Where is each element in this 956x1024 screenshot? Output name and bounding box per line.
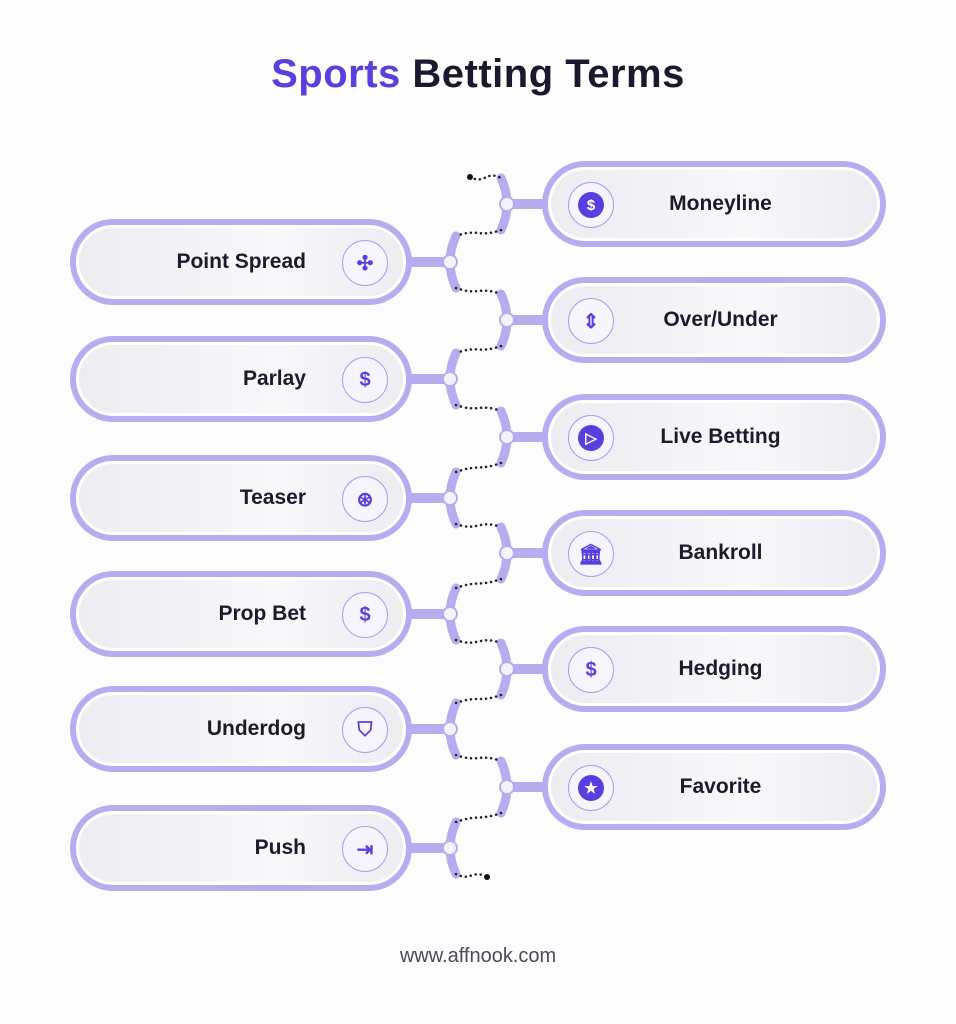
term-label: Hedging [678, 657, 763, 680]
node-joint [499, 661, 515, 677]
term-label: Underdog [206, 717, 306, 740]
term-card-bankroll: Bankroll 🏛 [542, 510, 886, 596]
dotted-connector [454, 522, 503, 529]
term-card-prop-bet: Prop Bet $ [70, 571, 412, 657]
term-label: Live Betting [660, 425, 781, 448]
term-label: Moneyline [669, 192, 772, 215]
node-joint [442, 721, 458, 737]
term-card-live-betting: Live Betting ▷ [542, 394, 886, 480]
term-label: Push [254, 836, 306, 859]
dotted-connector [454, 228, 503, 238]
term-label: Point Spread [176, 250, 306, 273]
term-card-favorite: Favorite ★ [542, 744, 886, 830]
term-card-over-under: Over/Under ⇕ [542, 277, 886, 363]
push-joystick-icon: ⇥ [342, 826, 388, 872]
term-label: Parlay [242, 367, 306, 390]
dotted-connector [454, 286, 503, 296]
node-joint [442, 490, 458, 506]
play-icon: ▷ [568, 415, 614, 461]
chain-start-dot [467, 174, 473, 180]
node-joint [442, 254, 458, 270]
node-joint [442, 371, 458, 387]
term-card-point-spread: Point Spread ✣ [70, 219, 412, 305]
term-label: Prop Bet [218, 602, 306, 625]
dotted-connector [454, 577, 503, 590]
star-icon: ★ [568, 765, 614, 811]
term-card-parlay: Parlay $ [70, 336, 412, 422]
term-label: Bankroll [678, 541, 763, 564]
dotted-connector [454, 344, 503, 355]
dotted-connector [468, 174, 503, 181]
dotted-connector [454, 811, 503, 824]
chain-end-dot [484, 874, 490, 880]
dotted-connector [454, 693, 503, 705]
bank-icon: 🏛 [568, 531, 614, 577]
node-joint [499, 545, 515, 561]
arrows-inward-icon: ✣ [342, 240, 388, 286]
icon-glyph: $ [578, 192, 604, 218]
title-accent: Sports [271, 52, 401, 96]
node-joint [499, 312, 515, 328]
term-card-moneyline: Moneyline $ [542, 161, 886, 247]
node-joint [442, 840, 458, 856]
film-reel-icon: ⊛ [342, 476, 388, 522]
node-joint [499, 196, 515, 212]
term-label: Favorite [679, 775, 762, 798]
term-card-underdog: Underdog ⛉ [70, 686, 412, 772]
hedging-dollar-icon: $ [568, 647, 614, 693]
node-joint [442, 606, 458, 622]
node-joint [499, 779, 515, 795]
shield-icon: ⛉ [342, 707, 388, 753]
dotted-connector [454, 461, 503, 474]
icon-glyph: ▷ [578, 425, 604, 451]
dotted-connector [454, 753, 503, 763]
dotted-connector [454, 872, 489, 879]
website-footer: www.affnook.com [399, 945, 557, 967]
icon-glyph: ★ [578, 775, 604, 801]
term-label: Over/Under [663, 308, 778, 331]
term-card-push: Push ⇥ [70, 805, 412, 891]
dollar-coin-icon: $ [568, 182, 614, 228]
dotted-connector [454, 638, 503, 645]
page-title: Sports Betting Terms [0, 52, 956, 97]
dotted-connector [454, 403, 503, 413]
term-card-teaser: Teaser ⊛ [70, 455, 412, 541]
money-hand-icon: $ [342, 357, 388, 403]
mouse-updown-icon: ⇕ [568, 298, 614, 344]
term-label: Teaser [239, 486, 306, 509]
title-rest: Betting Terms [400, 52, 685, 96]
node-joint [499, 429, 515, 445]
hand-dollar-icon: $ [342, 592, 388, 638]
term-card-hedging: Hedging $ [542, 626, 886, 712]
